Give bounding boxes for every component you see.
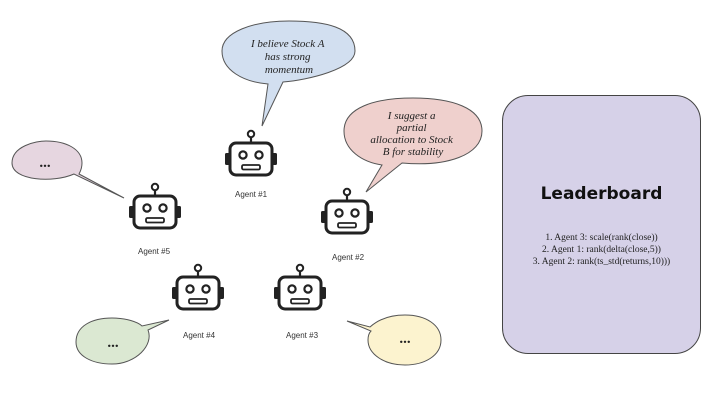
leaderboard-title: Leaderboard <box>540 184 663 204</box>
bubble-shape <box>343 97 483 193</box>
bubble-line: momentum <box>265 64 313 76</box>
agent-label: Agent #5 <box>138 247 171 256</box>
bubble-shape <box>221 20 356 127</box>
agent-label: Agent #1 <box>235 190 268 199</box>
robot-icon <box>319 187 375 235</box>
bubble-shape <box>11 140 125 199</box>
agent-label: Agent #4 <box>183 331 216 340</box>
agent-label: Agent #2 <box>332 253 365 262</box>
robot-icon <box>170 263 226 311</box>
robot-icon <box>272 263 328 311</box>
bubble-line: allocation to Stock <box>370 134 454 146</box>
leaderboard-panel: Leaderboard 1. Agent 3: scale(rank(close… <box>502 95 701 354</box>
speech-bubble-agent3: ... <box>346 314 442 366</box>
bubble-line: B for stability <box>383 146 444 158</box>
agent-label: Agent #3 <box>286 331 319 340</box>
bubble-line: partial <box>396 122 427 134</box>
speech-bubble-agent4: ... <box>75 317 170 365</box>
speech-bubble-agent2: I suggest a partial allocation to Stock … <box>343 97 483 193</box>
svg-text:I believe Stock A has s: I believe Stock A has strong momentum <box>250 38 327 76</box>
bubble-shape <box>75 317 170 365</box>
speech-bubble-agent5: ... <box>11 140 125 199</box>
svg-text:I suggest a partial: I suggest a partial allocation to Stock … <box>370 110 455 158</box>
robot-icon <box>223 129 279 177</box>
bubble-line: has strong <box>265 51 311 63</box>
speech-bubble-agent1: I believe Stock A has strong momentum <box>221 20 356 127</box>
leaderboard-list: 1. Agent 3: scale(rank(close)) 2. Agent … <box>503 232 700 268</box>
leaderboard-entry: 3. Agent 2: rank(ts_std(returns,10))) <box>532 257 671 267</box>
bubble-text: ... <box>399 331 411 347</box>
bubble-line: I suggest a <box>387 110 436 122</box>
leaderboard-entry: 1. Agent 3: scale(rank(close)) <box>545 233 658 243</box>
robot-icon <box>127 182 183 230</box>
bubble-line: I believe Stock A <box>250 38 325 50</box>
bubble-shape <box>346 314 442 366</box>
leaderboard-entry: 2. Agent 1: rank(delta(close,5)) <box>542 245 661 255</box>
bubble-text: ... <box>107 335 119 351</box>
bubble-text: ... <box>39 155 51 171</box>
